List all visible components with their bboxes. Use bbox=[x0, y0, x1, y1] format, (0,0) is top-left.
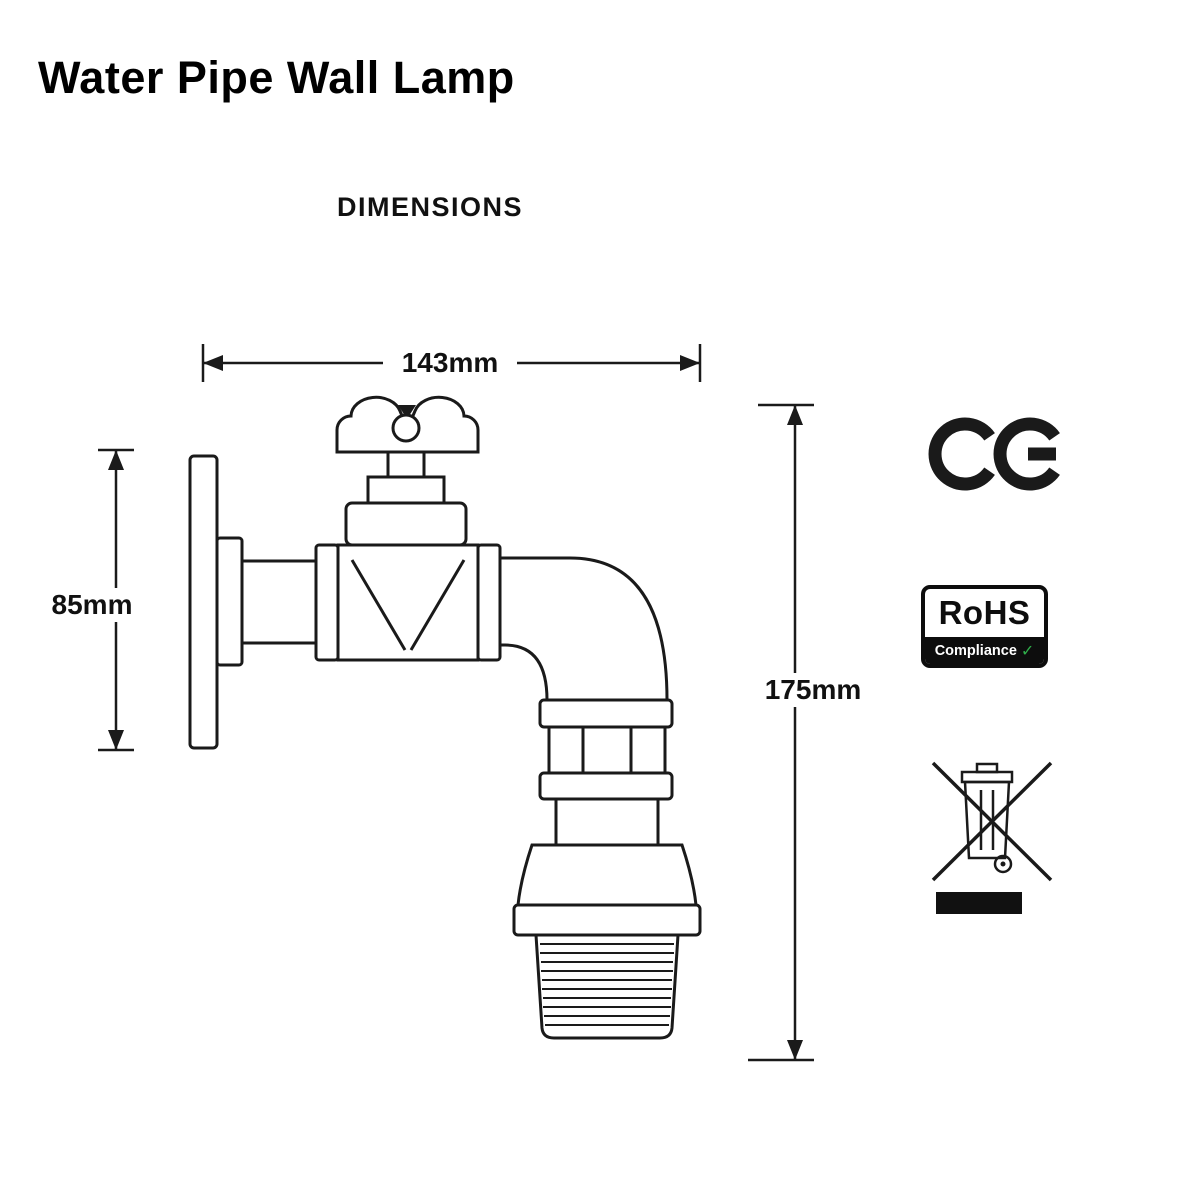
arrowhead-left-icon bbox=[203, 355, 223, 371]
weee-black-bar bbox=[936, 892, 1022, 914]
elbow-pipe bbox=[498, 556, 669, 702]
total-height-dimension-label: 175mm bbox=[742, 673, 884, 707]
dimension-arrow-total-height bbox=[748, 403, 814, 1062]
valve-tee-body bbox=[314, 543, 502, 662]
ce-mark-icon bbox=[928, 417, 1060, 491]
section-heading: DIMENSIONS bbox=[336, 192, 524, 222]
rohs-badge: RoHS Compliance ✓ bbox=[921, 585, 1048, 668]
arrowhead-right-icon bbox=[680, 355, 700, 371]
arrowhead-down-icon bbox=[108, 730, 124, 750]
bin-body bbox=[963, 780, 1011, 860]
water-pipe-lamp-drawing bbox=[188, 395, 702, 1040]
rohs-title: RoHS bbox=[938, 594, 1031, 631]
arrowhead-up-icon bbox=[787, 405, 803, 425]
bin-wheel bbox=[993, 854, 1013, 874]
flange-height-dimension-label: 85mm bbox=[36, 588, 148, 622]
handwheel-hub bbox=[391, 413, 421, 443]
width-dimension-label: 143mm bbox=[383, 346, 517, 380]
bin-lid bbox=[960, 770, 1014, 784]
cross-out-lines bbox=[931, 761, 1053, 882]
lamp-socket bbox=[512, 843, 702, 937]
handwheel-notch bbox=[398, 405, 416, 419]
valve-stem bbox=[344, 450, 468, 547]
rohs-compliance-bar: Compliance ✓ bbox=[925, 637, 1044, 664]
weee-bin-icon bbox=[931, 761, 1053, 914]
rohs-compliance-label: Compliance bbox=[934, 642, 1017, 659]
arrowhead-down-icon bbox=[787, 1040, 803, 1060]
arrowhead-up-icon bbox=[108, 450, 124, 470]
handwheel bbox=[335, 395, 480, 454]
union-coupling bbox=[538, 698, 674, 847]
thread-lines bbox=[540, 943, 674, 1026]
threaded-end bbox=[534, 933, 680, 1040]
page-title: Water Pipe Wall Lamp bbox=[38, 52, 515, 103]
check-icon: ✓ bbox=[1020, 642, 1035, 660]
wall-flange bbox=[188, 454, 318, 750]
